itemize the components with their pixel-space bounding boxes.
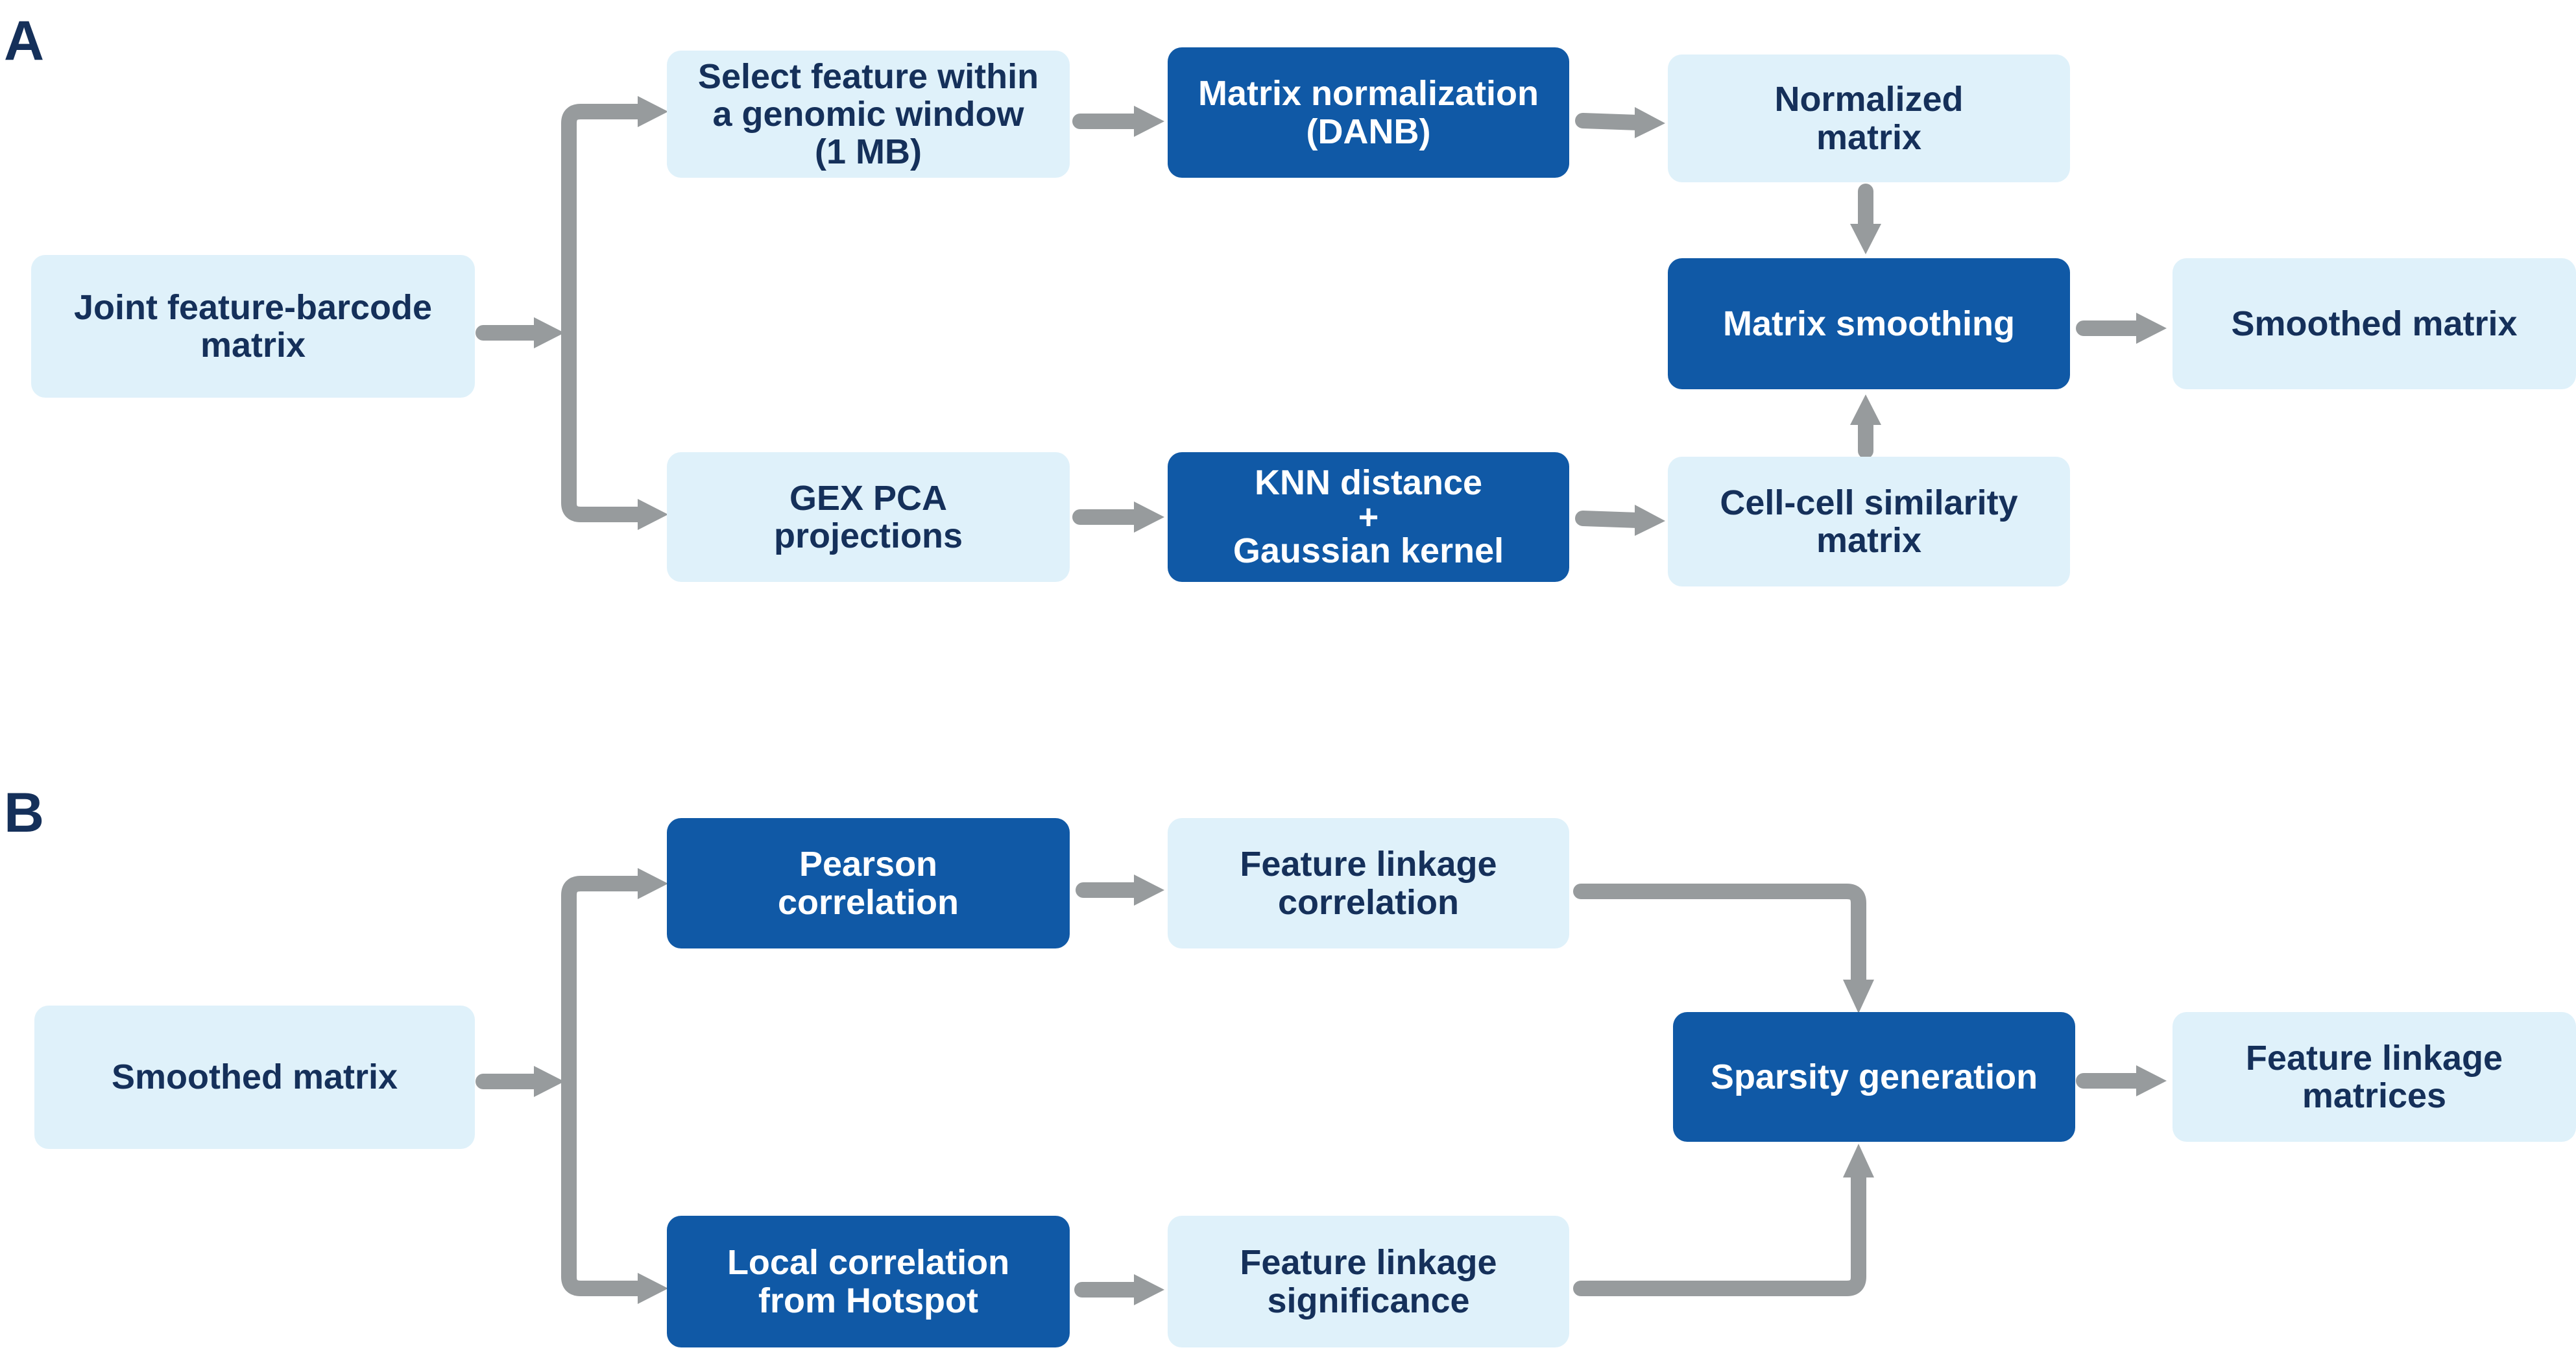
arrow-branch-to-local-correlation [561,1074,668,1304]
arrow-b-smoothed-to-branch [475,1066,564,1097]
node-select-feature-window: Select feature within a genomic window (… [667,51,1070,178]
arrow-branch-to-gex-pca [561,325,668,530]
node-knn-gaussian-kernel: KNN distance + Gaussian kernel [1168,452,1569,582]
arrow-joint-to-branch [475,317,564,348]
arrow-pearson-to-linkage-correlation [1076,875,1164,906]
arrow-sparsity-to-linkage-matrices [2076,1065,2167,1096]
panel-a-label: A [4,10,45,72]
node-feature-linkage-correlation: Feature linkage correlation [1168,818,1569,948]
node-pearson-correlation: Pearson correlation [667,818,1070,948]
arrow-normalization-to-normalized-matrix [1575,107,1665,138]
arrow-branch-to-pearson [561,868,668,1089]
node-matrix-normalization: Matrix normalization (DANB) [1168,47,1569,178]
node-normalized-matrix: Normalized matrix [1668,54,2070,182]
panel-b-label: B [4,782,45,844]
node-gex-pca-projections: GEX PCA projections [667,452,1070,582]
node-smoothed-matrix-output: Smoothed matrix [2173,258,2576,389]
arrow-normalized-to-smoothing [1850,184,1881,254]
arrow-gex-to-knn [1072,501,1164,533]
node-sparsity-generation: Sparsity generation [1673,1012,2075,1142]
node-matrix-smoothing: Matrix smoothing [1668,258,2070,389]
arrow-smoothing-to-smoothed-matrix [2076,313,2167,344]
arrow-local-to-linkage-significance [1074,1274,1164,1305]
arrow-linkage-correlation-to-sparsity [1573,884,1874,1013]
arrow-select-to-normalization [1072,106,1164,137]
node-cell-cell-similarity-matrix: Cell-cell similarity matrix [1668,457,2070,586]
node-feature-linkage-matrices: Feature linkage matrices [2173,1012,2576,1142]
arrow-branch-to-select-feature [561,96,668,341]
node-smoothed-matrix-input: Smoothed matrix [34,1006,475,1149]
arrow-cell-similarity-to-smoothing [1850,394,1881,459]
node-joint-feature-barcode-matrix: Joint feature-barcode matrix [31,255,475,398]
node-feature-linkage-significance: Feature linkage significance [1168,1216,1569,1347]
arrow-knn-to-cell-similarity [1575,505,1665,536]
node-local-correlation-hotspot: Local correlation from Hotspot [667,1216,1070,1347]
arrow-linkage-significance-to-sparsity [1573,1144,1874,1296]
